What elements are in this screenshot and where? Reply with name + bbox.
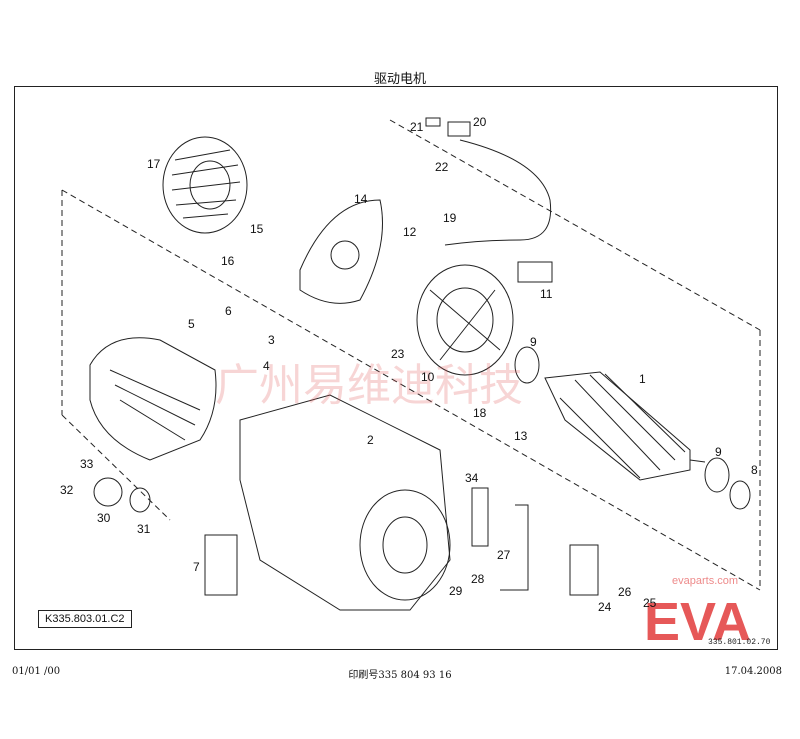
small-part-21 <box>425 117 441 127</box>
callout-25: 25 <box>643 596 657 610</box>
callout-6: 6 <box>225 304 232 318</box>
cable-wire <box>444 139 552 246</box>
watermark-site: evaparts.com <box>672 575 738 587</box>
bracket-27 <box>500 504 529 591</box>
callout-9b: 9 <box>715 445 722 459</box>
callout-27: 27 <box>497 548 511 562</box>
callout-26: 26 <box>618 585 632 599</box>
washer-8 <box>729 480 751 510</box>
footer-print-number: 印刷号335 804 93 16 <box>348 670 452 681</box>
callout-30: 30 <box>97 511 111 525</box>
bearing-9b <box>704 457 730 493</box>
callout-28: 28 <box>471 572 485 586</box>
callout-12: 12 <box>403 225 417 239</box>
callout-4: 4 <box>263 359 270 373</box>
callout-16: 16 <box>221 254 235 268</box>
callout-20: 20 <box>473 115 487 129</box>
footer-date-right: 17.04.2008 <box>724 666 782 677</box>
motor-housing-part <box>239 394 451 611</box>
plug-part-11 <box>517 261 553 283</box>
callout-19: 19 <box>443 211 457 225</box>
brush-holder-part <box>416 264 514 376</box>
drawing-code-label: K335.803.01.C2 <box>38 610 132 628</box>
callout-2: 2 <box>367 433 374 447</box>
cap-31 <box>129 487 151 513</box>
callout-9a: 9 <box>530 335 537 349</box>
callout-8: 8 <box>751 463 758 477</box>
callout-14: 14 <box>354 192 368 206</box>
callout-3: 3 <box>268 333 275 347</box>
sensor-24 <box>569 544 599 596</box>
callout-7: 7 <box>193 560 200 574</box>
armature-part <box>544 371 706 481</box>
callout-5: 5 <box>188 317 195 331</box>
callout-24: 24 <box>598 600 612 614</box>
field-coil-part <box>89 337 217 461</box>
drawing-frame <box>14 86 778 650</box>
callout-31: 31 <box>137 522 151 536</box>
end-plate-part <box>299 199 383 304</box>
corner-stamp: 335.801.02.70 <box>708 638 771 647</box>
callout-10: 10 <box>421 370 435 384</box>
watermark-brand: EVA <box>644 592 751 652</box>
page-title: 驱动电机 <box>373 72 426 87</box>
callout-13: 13 <box>514 429 528 443</box>
callout-22: 22 <box>435 160 449 174</box>
callout-18: 18 <box>473 406 487 420</box>
callout-21: 21 <box>410 120 424 134</box>
strip-34 <box>471 487 489 547</box>
footer-date-left: 01/01 /00 <box>12 666 61 677</box>
callout-29: 29 <box>449 584 463 598</box>
callout-34: 34 <box>465 471 479 485</box>
callout-23: 23 <box>391 347 405 361</box>
callout-11: 11 <box>540 287 553 301</box>
plug-30 <box>93 477 123 507</box>
callout-33: 33 <box>80 457 94 471</box>
callout-32: 32 <box>60 483 74 497</box>
callout-15: 15 <box>250 222 264 236</box>
bearing-9a <box>514 346 540 384</box>
bracket-7 <box>204 534 238 596</box>
connector-part <box>447 121 471 137</box>
watermark-cn: 广州易维迪科技 <box>215 360 523 411</box>
fan-part <box>162 136 248 234</box>
dashed-assembly-outline <box>61 119 761 591</box>
callout-1: 1 <box>639 372 646 386</box>
callout-17: 17 <box>147 157 161 171</box>
